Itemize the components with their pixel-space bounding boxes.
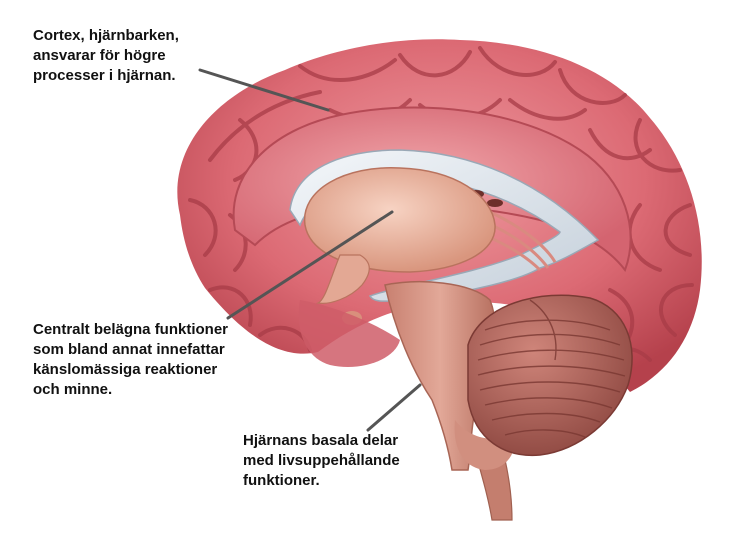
label-central-line: Centralt belägna funktioner [33,321,229,338]
leader-line-basal [366,383,422,432]
leader-line-cortex [198,68,330,112]
label-cortex: Cortex, hjärnbarken, ansvarar för högre … [33,26,179,86]
medulla [454,420,516,470]
label-basal-line: med livsuppehållande [243,452,400,469]
leader-lines [198,68,422,432]
brainstem [384,281,496,471]
label-cortex-line: Cortex, hjärnbarken, [33,27,179,44]
label-cortex-line: processer i hjärnan. [33,67,176,84]
label-basal-line: funktioner. [243,472,320,489]
label-basal-line: Hjärnans basala delar [243,432,399,449]
cerebellum [467,294,633,457]
hypothalamus [315,254,370,304]
label-central-functions: Centralt belägna funktioner som bland an… [33,320,228,400]
temporal-lobe [298,300,400,368]
label-cortex-line: ansvarar för högre [33,47,166,64]
label-central-line: känslomässiga reaktioner [33,361,218,378]
leader-line-central [226,210,394,320]
cerebellum-folia [477,299,626,438]
label-central-line: som bland annat innefattar [33,341,225,358]
label-central-line: och minne. [33,381,113,398]
label-basal-parts: Hjärnans basala delar med livsuppehållan… [243,431,400,491]
